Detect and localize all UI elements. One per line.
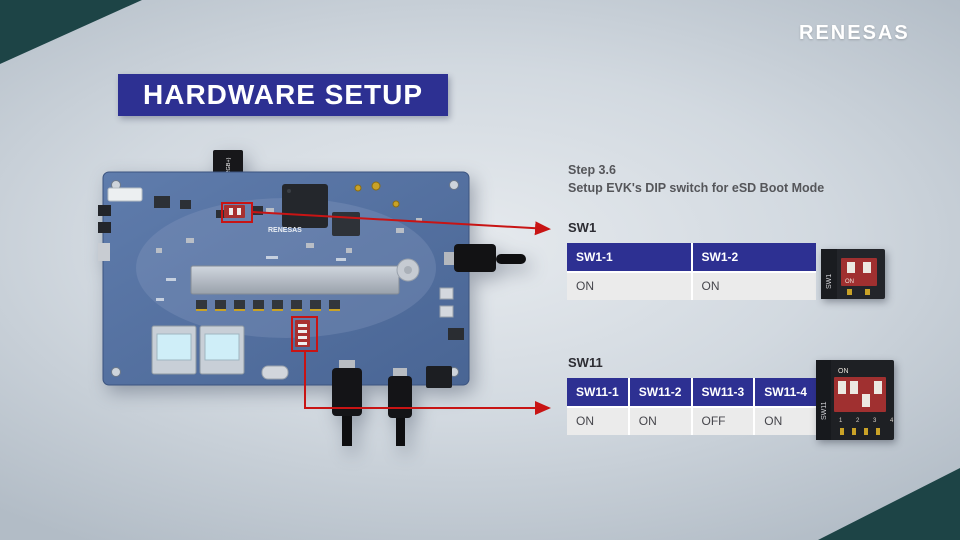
usb-plug-bottom-1 [332,360,362,446]
sw11-photo-label: SW11 [821,401,828,420]
page-title: HARDWARE SETUP [118,74,449,116]
sw1-value-1: ON [567,273,691,300]
ethernet-port-2 [199,325,245,375]
camera-connector [107,187,143,202]
sw1-table: SW1-1 SW1-2 ON ON [567,243,816,300]
power-plug-right [444,244,526,272]
sw1-dip-photo: SW1 ON [821,249,885,299]
evk-board-photo: SD Card (2GB+) [98,150,526,446]
renesas-logo: RENESAS [799,22,910,44]
usb-c-port [261,365,289,380]
buzzer [396,258,420,282]
ethernet-port-1 [151,325,197,375]
sw11-label: SW11 [568,355,603,370]
sw1-value-2: ON [692,273,816,300]
sw1-photo-on-marking: ON [845,279,854,285]
left-connector [98,243,110,261]
push-buttons [439,287,454,318]
sw11-col-header-3: SW11-3 [692,378,754,406]
sw11-table: SW11-1 SW11-2 SW11-3 SW11-4 ON ON OFF ON [567,378,816,435]
main-soc-chip [282,184,328,228]
sw11-value-3: OFF [692,408,754,435]
emi-shield [190,265,400,295]
silkscreen-marks [156,256,346,301]
step-number: Step 3.6 [568,163,616,177]
dip-switch-sw11-onboard [295,320,310,347]
sw11-col-header-1: SW11-1 [567,378,628,406]
sw11-dip-photo: SW11 ON 1 2 3 4 [816,360,894,440]
sw11-photo-pin-numbers: 1 2 3 4 [839,418,894,424]
step-text: Step 3.6 Setup EVK's DIP switch for eSD … [568,161,824,197]
sw11-photo-on-marking: ON [838,368,849,375]
sw1-col-header-1: SW1-1 [567,243,691,271]
memory-chip [332,212,360,236]
sw11-value-4: ON [755,408,816,435]
sw1-col-header-2: SW1-2 [692,243,816,271]
sw11-value-1: ON [567,408,628,435]
right-connector [448,328,464,340]
corner-accent-bottom-right [818,468,960,540]
ic-row [196,300,340,311]
audio-jacks [98,205,111,233]
sw1-label: SW1 [568,220,597,235]
dip-switch-sw1-onboard [224,205,245,218]
sw11-value-2: ON [629,408,691,435]
usb-plug-bottom-2 [388,368,412,446]
gold-components [354,181,400,208]
step-description: Setup EVK's DIP switch for eSD Boot Mode [568,181,825,196]
bottom-right-connector [426,366,452,388]
pcb-silkscreen-logo: RENESAS [268,227,302,234]
sw1-photo-label: SW1 [826,274,833,289]
sw11-col-header-4: SW11-4 [755,378,816,406]
sw11-col-header-2: SW11-2 [629,378,691,406]
corner-accent-top-left [0,0,142,64]
